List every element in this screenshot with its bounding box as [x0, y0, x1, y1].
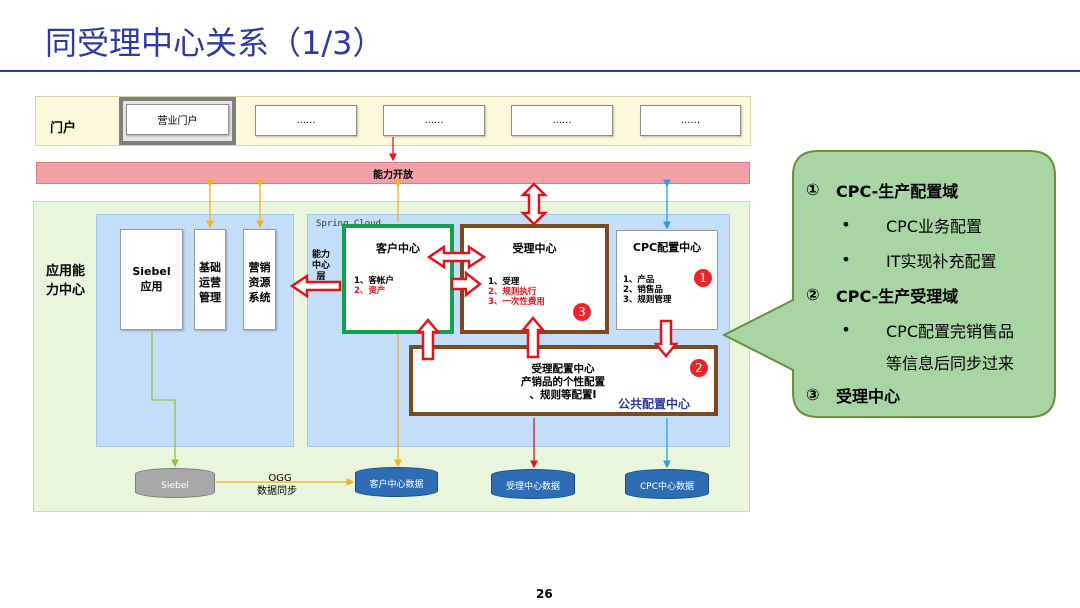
callout-continuation: 等信息后同步过来	[806, 347, 1046, 377]
ability-layer-label: 能力中心层	[311, 250, 330, 282]
db-label: 受理中心数据	[505, 482, 560, 492]
public-config-label: 公共配置中心	[618, 397, 691, 411]
cpc-to-config-arrow	[653, 319, 679, 358]
basic-ops-box: 基础运营管理	[194, 229, 226, 330]
open-acceptance-double-arrow	[519, 182, 549, 226]
ogg-label: OGG 数据同步	[257, 472, 300, 498]
callout-text: CPC配置完销售品	[886, 321, 1014, 341]
customer-db: 客户中心数据	[355, 467, 438, 497]
db-label: 客户中心数据	[369, 480, 424, 490]
ogg-line1: OGG	[268, 473, 292, 484]
config-badge: 2	[689, 358, 709, 378]
callout-text: CPC业务配置	[886, 216, 982, 236]
callout-text: IT实现补充配置	[886, 251, 997, 271]
callout-list: ① CPC-生产配置域 • CPC业务配置 • IT实现补充配置 ② CPC-生产受理域 • CP…	[806, 172, 1046, 412]
portal-box-placeholder: ......	[383, 105, 485, 136]
callout-text: 受理中心	[836, 386, 901, 406]
callout-marker: •	[841, 320, 851, 339]
config-line: 、规则等配置I	[529, 389, 597, 401]
callout-marker: •	[841, 215, 851, 234]
center-item: 2、资产	[354, 286, 386, 296]
center-item: 1、产品	[623, 275, 655, 285]
db-label: CPC中心数据	[640, 482, 694, 492]
cpc-db: CPC中心数据	[625, 469, 709, 499]
config-line: 受理配置中心	[531, 363, 595, 375]
config-center-text: 受理配置中心 产销品的个性配置 、规则等配置I	[413, 363, 713, 402]
callout-heading: ① CPC-生产配置域	[806, 172, 1046, 207]
config-line: 产销品的个性配置	[521, 376, 605, 388]
customer-center-title: 客户中心	[376, 242, 420, 255]
callout-marker: ③	[806, 385, 820, 404]
callout-bullet: • IT实现补充配置	[806, 242, 1046, 277]
callout-text: CPC-生产配置域	[836, 181, 959, 201]
callout-bullet: • CPC配置完销售品	[806, 312, 1046, 347]
marketing-resource-box: 营销资源系统	[243, 229, 276, 330]
siebel-app-box: Siebel应用	[120, 229, 183, 330]
center-item: 2、销售品	[623, 285, 663, 295]
config-to-customer-arrow	[415, 318, 441, 361]
db-label: Siebel	[161, 481, 189, 491]
acceptance-customer-arrow	[450, 270, 483, 298]
center-item: 1、客帐户	[354, 276, 394, 286]
callout-bullet: • CPC业务配置	[806, 207, 1046, 242]
portal-box-business: 营业门户	[126, 104, 229, 135]
center-item: 3、规则管理	[623, 295, 672, 305]
portal-box-placeholder: ......	[255, 105, 357, 136]
acceptance-badge: 3	[572, 302, 592, 322]
customer-acceptance-double-arrow	[426, 244, 487, 270]
callout-heading: ③ 受理中心	[806, 377, 1046, 412]
capability-open-band: 能力开放	[36, 162, 750, 184]
portal-label: 门户	[50, 121, 77, 136]
callout-marker: ①	[806, 180, 820, 199]
siebel-db: Siebel	[135, 468, 215, 498]
center-item: 2、规则执行	[488, 287, 537, 297]
ability-left-arrow	[289, 273, 342, 299]
cpc-badge: 1	[693, 268, 713, 288]
cpc-center-title: CPC配置中心	[632, 241, 702, 254]
app-center-label: 应用能力中心	[46, 264, 86, 298]
center-item: 3、一次性费用	[488, 297, 545, 307]
center-item: 1、受理	[488, 277, 520, 287]
page-number: 26	[536, 587, 553, 601]
title-divider	[0, 70, 1080, 72]
acceptance-db: 受理中心数据	[491, 469, 575, 499]
siebel-to-db-line	[151, 330, 179, 468]
callout-marker: ②	[806, 285, 820, 304]
slide-title: 同受理中心关系（1/3）	[45, 24, 385, 62]
callout-heading: ② CPC-生产受理域	[806, 277, 1046, 312]
config-to-acceptance-arrow	[520, 316, 546, 359]
portal-box-placeholder: ......	[640, 105, 741, 136]
portal-box-placeholder: ......	[511, 105, 613, 136]
callout-marker: •	[841, 250, 851, 269]
config-center-box: 受理配置中心 产销品的个性配置 、规则等配置I 公共配置中心	[409, 345, 718, 416]
acceptance-center-title: 受理中心	[512, 242, 557, 255]
ogg-line2: 数据同步	[257, 486, 297, 497]
callout-bubble	[721, 150, 1056, 418]
callout-text: 等信息后同步过来	[886, 354, 1015, 373]
callout-text: CPC-生产受理域	[836, 286, 959, 306]
